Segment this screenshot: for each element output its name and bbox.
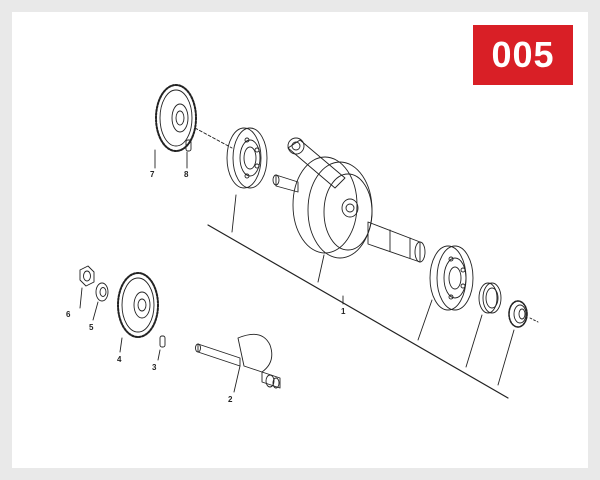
key-3-icon (159, 335, 166, 348)
callout-1: 1 (341, 307, 346, 316)
callout-6: 6 (66, 310, 71, 319)
shaft-2-icon (195, 333, 281, 389)
small-gear-icon (508, 300, 539, 328)
callout-5: 5 (89, 323, 94, 332)
bearing-lower-icon (429, 245, 474, 311)
crankshaft-assembly-icon (272, 137, 426, 263)
section-code-badge: 005 (473, 25, 573, 85)
callout-8: 8 (184, 170, 189, 179)
nut-6-icon (79, 265, 95, 287)
callout-4: 4 (117, 355, 122, 364)
callout-2: 2 (228, 395, 233, 404)
callout-line-1 (207, 224, 509, 399)
key-8-icon (185, 139, 192, 152)
bearing-upper-icon (226, 127, 268, 189)
gear-7-icon (155, 84, 197, 152)
seal-ring-icon (478, 282, 502, 314)
callout-7: 7 (150, 170, 155, 179)
gear-4-icon (117, 272, 159, 338)
callout-3: 3 (152, 363, 157, 372)
washer-5-icon (95, 282, 109, 302)
